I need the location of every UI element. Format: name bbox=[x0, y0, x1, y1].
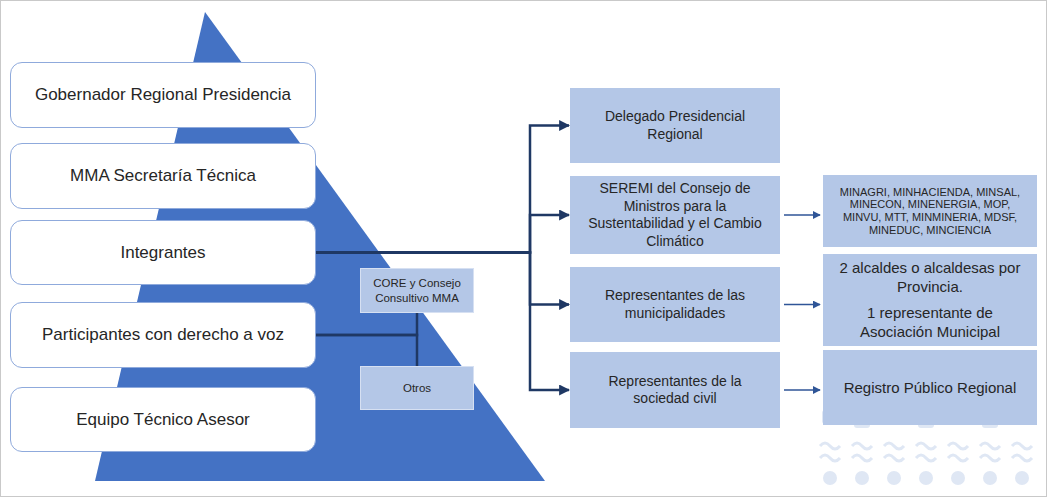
member-box: Representantes de la sociedad civil bbox=[570, 352, 780, 428]
logo-wave bbox=[852, 443, 872, 461]
logo-dot bbox=[887, 471, 901, 485]
box-label: Otros bbox=[403, 381, 431, 396]
logo-dot bbox=[1015, 471, 1029, 485]
connector bbox=[784, 304, 820, 306]
member-box: Delegado Presidencial Regional bbox=[570, 88, 780, 163]
role-box: Gobernador Regional Presidencia bbox=[10, 62, 316, 128]
connector bbox=[316, 215, 569, 253]
logo-wave bbox=[884, 443, 904, 461]
logo-dot bbox=[855, 471, 869, 485]
box-label: MINAGRI, MINHACIENDA, MINSAL, MINECON, M… bbox=[829, 186, 1031, 237]
connector bbox=[316, 335, 417, 366]
role-box: Participantes con derecho a voz bbox=[10, 302, 316, 368]
box-label: 2 alcaldes o alcaldesas por Provincia. bbox=[831, 258, 1029, 297]
logo-dot bbox=[823, 471, 837, 485]
role-box: MMA Secretaría Técnica bbox=[10, 143, 316, 209]
connector bbox=[316, 313, 417, 335]
member-box: Otros bbox=[360, 366, 474, 410]
connector bbox=[784, 214, 820, 216]
box-label: SEREMI del Consejo de Ministros para la … bbox=[580, 180, 770, 250]
logo-dot bbox=[983, 471, 997, 485]
logo-dot bbox=[919, 471, 933, 485]
logo-dot bbox=[951, 471, 965, 485]
box-label: Equipo Técnico Asesor bbox=[76, 407, 250, 433]
box-label: Integrantes bbox=[120, 240, 205, 266]
box-label: Registro Público Regional bbox=[844, 378, 1017, 398]
logo-wave bbox=[948, 443, 968, 461]
logo-wave bbox=[820, 443, 840, 461]
member-box: SEREMI del Consejo de Ministros para la … bbox=[570, 176, 780, 254]
role-box: Integrantes bbox=[10, 220, 316, 285]
member-box: CORE y Consejo Consultivo MMA bbox=[360, 268, 474, 313]
box-label: Representantes de las municipalidades bbox=[580, 287, 770, 322]
connector bbox=[316, 126, 569, 253]
box-label: Delegado Presidencial Regional bbox=[580, 108, 770, 143]
detail-box: MINAGRI, MINHACIENDA, MINSAL, MINECON, M… bbox=[823, 175, 1037, 247]
box-label: Participantes con derecho a voz bbox=[42, 322, 284, 348]
role-box: Equipo Técnico Asesor bbox=[10, 387, 316, 452]
detail-box: Registro Público Regional bbox=[823, 350, 1037, 425]
logo-wave bbox=[1012, 443, 1032, 461]
box-label: Gobernador Regional Presidencia bbox=[35, 82, 291, 108]
box-label: MMA Secretaría Técnica bbox=[70, 163, 256, 189]
detail-box: 2 alcaldes o alcaldesas por Provincia. 1 … bbox=[823, 254, 1037, 346]
box-label: Representantes de la sociedad civil bbox=[580, 373, 770, 408]
box-label: CORE y Consejo Consultivo MMA bbox=[367, 276, 467, 306]
box-label: 1 representante de Asociación Municipal bbox=[831, 303, 1029, 342]
member-box: Representantes de las municipalidades bbox=[570, 267, 780, 342]
connector bbox=[784, 389, 820, 391]
logo-wave bbox=[916, 443, 936, 461]
logo-wave bbox=[980, 443, 1000, 461]
